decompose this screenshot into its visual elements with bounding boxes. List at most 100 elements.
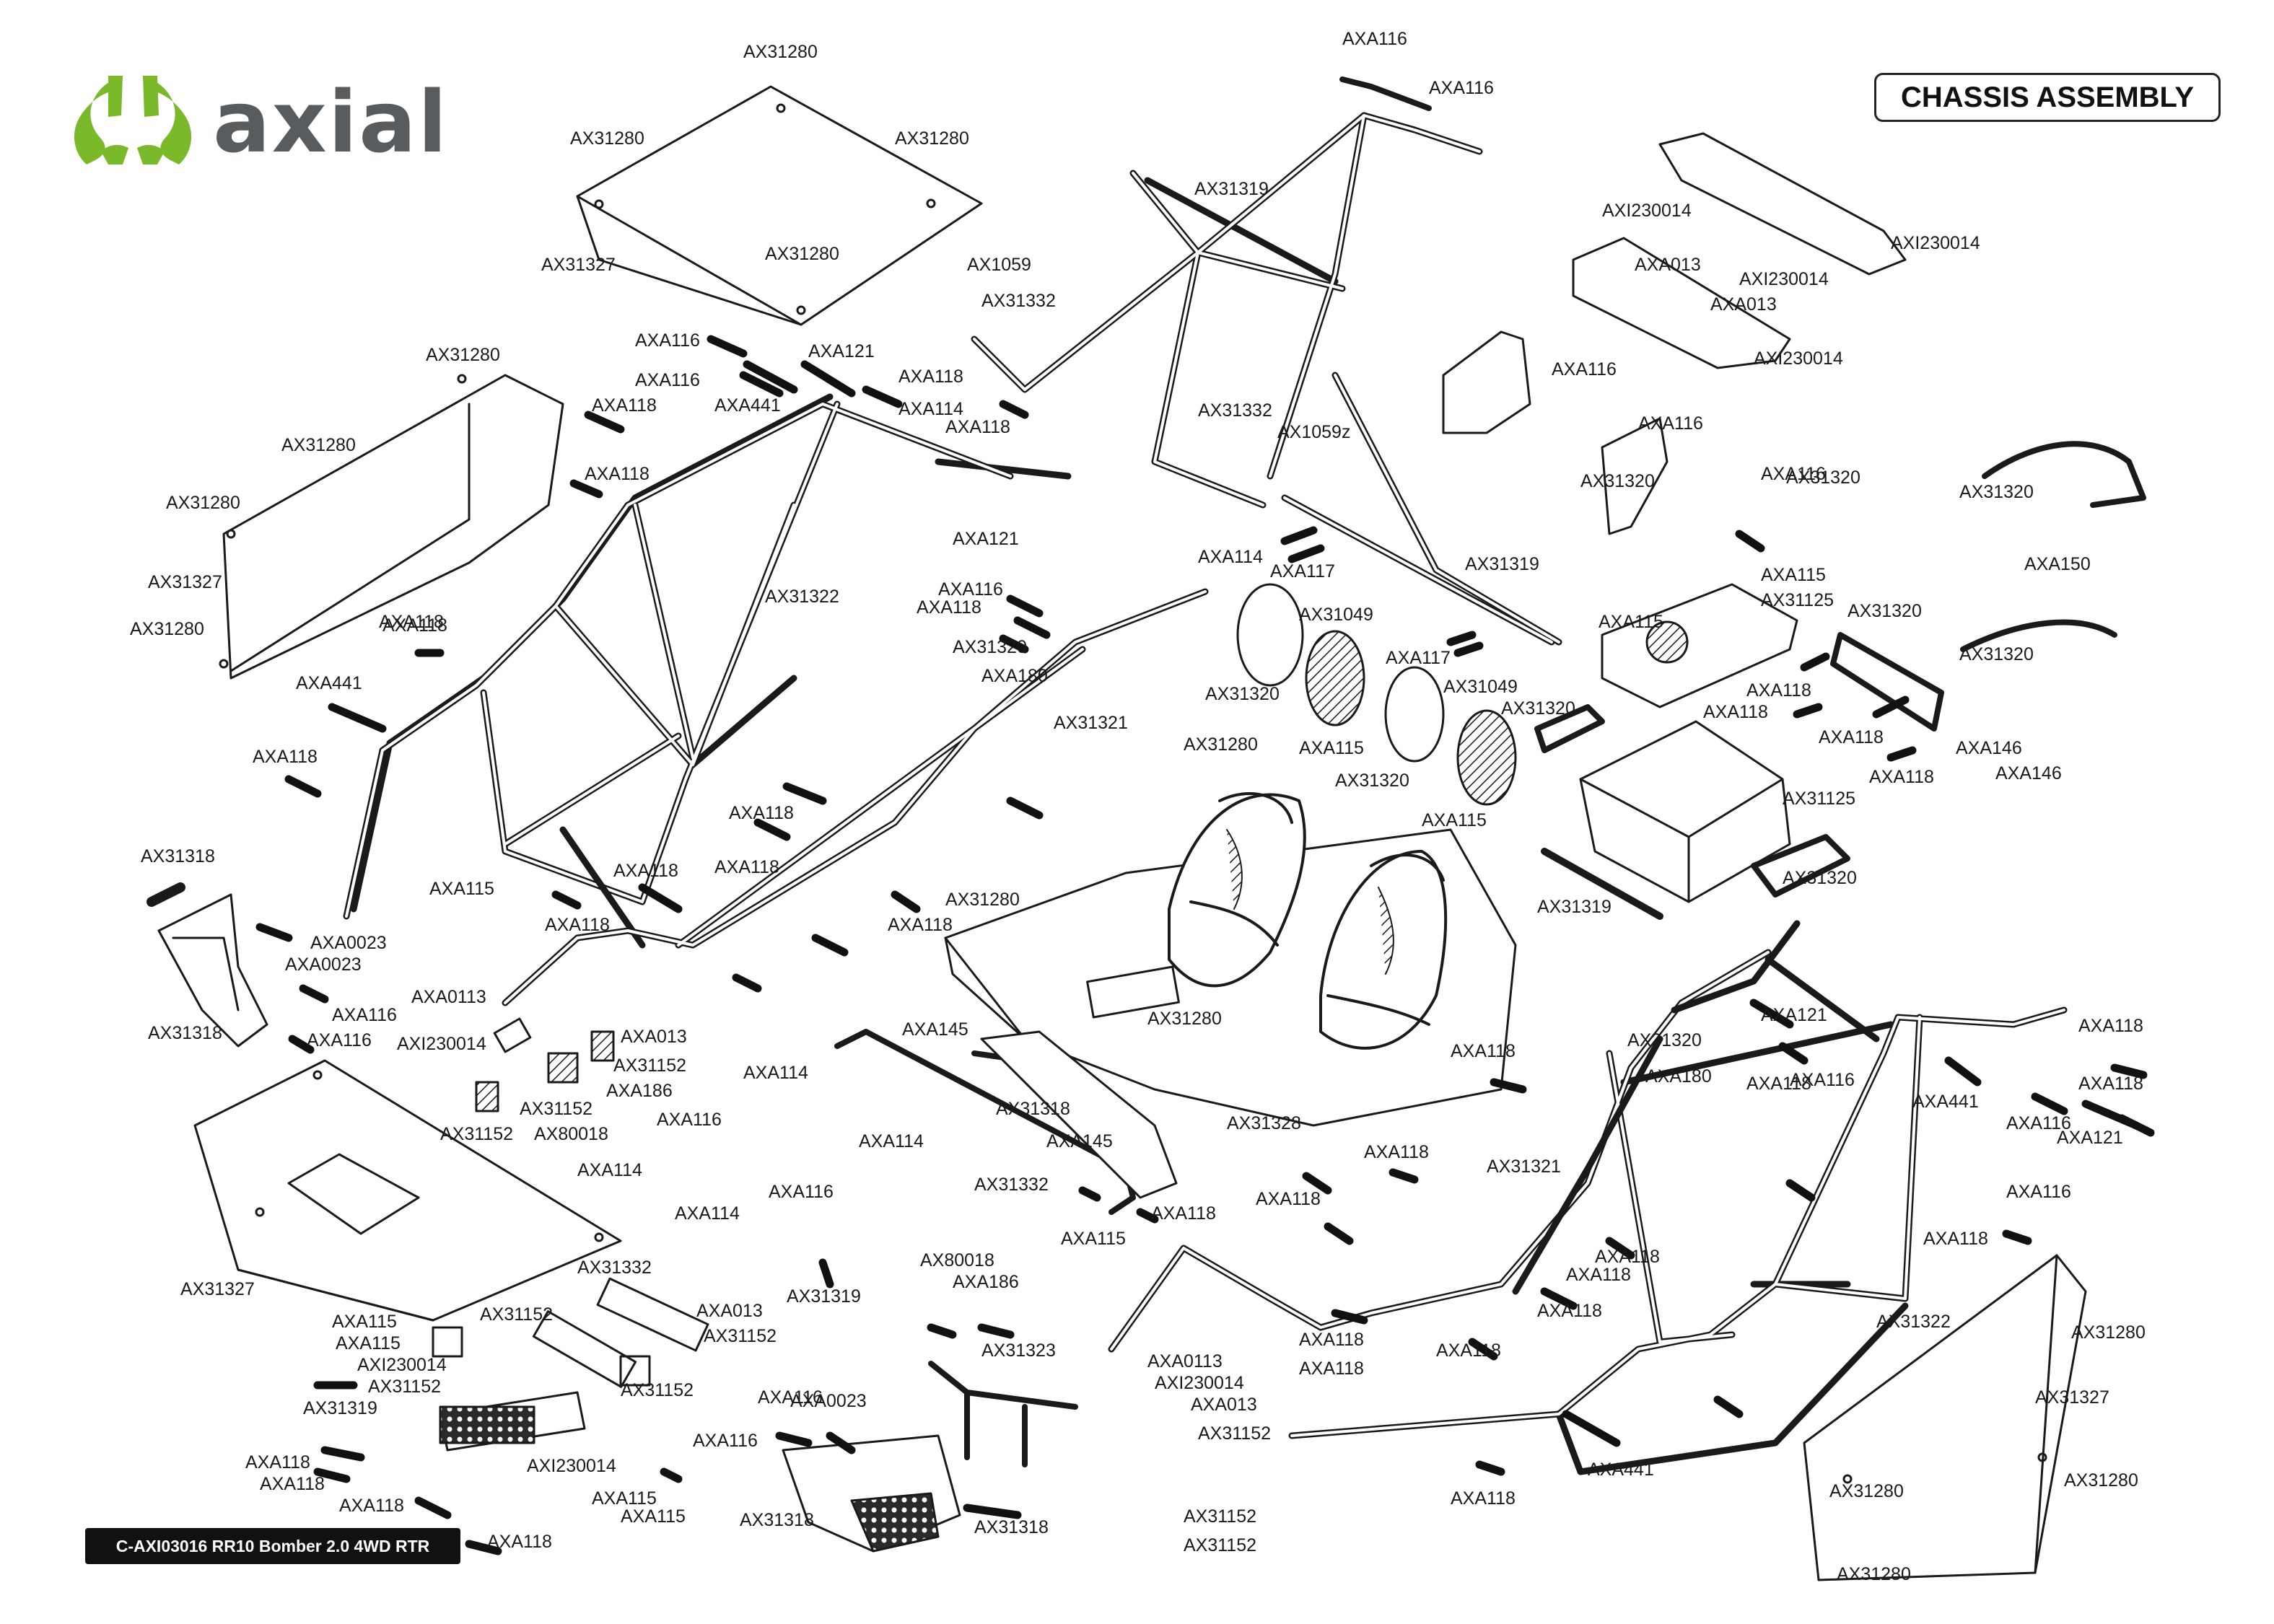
part-number-callout: AXI230014 (1739, 269, 1829, 289)
left-bumper-mount (157, 893, 268, 1048)
part-number-callout: AX31319 (787, 1286, 861, 1307)
part-number-callout: AX31280 (166, 493, 240, 513)
front-hood-panel (193, 1059, 622, 1322)
rear-shock-hoop (1534, 441, 2146, 897)
part-number-callout: AXA186 (606, 1081, 673, 1101)
part-number-callout: AXA118 (1451, 1488, 1516, 1509)
part-number-callout: AXA118 (917, 597, 981, 618)
part-number-callout: AXA115 (1299, 738, 1364, 758)
part-number-callout: AXA118 (1595, 1247, 1660, 1267)
part-number-callout: AX31125 (1783, 789, 1855, 809)
part-number-callout: AX31327 (2035, 1387, 2109, 1408)
part-number-callout: AXI230014 (1891, 233, 1980, 253)
part-number-callout: AX31319 (1465, 554, 1539, 574)
right-fender-panel (980, 1030, 1178, 1199)
part-number-callout: AXA116 (693, 1431, 758, 1451)
part-number-callout: AX31327 (180, 1279, 255, 1299)
part-number-callout: AXA118 (545, 915, 610, 935)
part-number-callout: AX31321 (1487, 1156, 1561, 1177)
part-number-callout: AX31049 (1299, 605, 1373, 625)
part-number-callout: AX31320 (1959, 482, 2034, 502)
part-number-callout: AXA118 (729, 803, 794, 823)
part-number-callout: AXA115 (1761, 565, 1826, 585)
part-number-callout: AX31332 (1198, 400, 1272, 421)
part-number-callout: AXA441 (714, 395, 781, 416)
part-number-callout: AXA118 (253, 747, 318, 767)
part-number-callout: AXA118 (245, 1452, 310, 1472)
part-number-callout: AXA441 (1912, 1092, 1979, 1112)
part-number-callout: AXA146 (1995, 763, 2062, 784)
part-number-callout: AXA116 (1638, 413, 1703, 434)
part-number-callout: AXA118 (487, 1532, 552, 1552)
part-number-callout: AXA118 (1923, 1229, 1988, 1249)
part-number-callout: AXA116 (657, 1110, 722, 1130)
part-number-callout: AXA118 (613, 861, 678, 881)
part-number-callout: AXA118 (945, 417, 1010, 437)
battery-tray (1579, 720, 1791, 903)
part-number-callout: AX31280 (1837, 1564, 1911, 1584)
part-number-callout: AXA114 (898, 399, 963, 419)
part-number-callout: AXI230014 (1754, 348, 1843, 369)
part-number-callout: AXA118 (260, 1474, 325, 1494)
part-number-callout: AXA118 (1436, 1340, 1501, 1361)
part-number-callout: AXA115 (621, 1506, 686, 1527)
part-number-callout: AX31152 (520, 1099, 592, 1119)
right-side-panel (1803, 1254, 2087, 1581)
part-number-callout: AXA116 (307, 1030, 372, 1050)
section-title: CHASSIS ASSEMBLY (1874, 73, 2221, 122)
part-number-callout: AXA114 (675, 1203, 740, 1224)
part-number-callout: AXI230014 (1155, 1373, 1244, 1393)
part-number-callout: AXA116 (938, 579, 1003, 600)
servo-mount-plate (1572, 237, 1791, 369)
part-number-callout: AXA0023 (310, 933, 387, 953)
part-number-callout: AXA118 (1566, 1265, 1631, 1285)
right-seat (1319, 850, 1448, 1050)
part-number-callout: AX31320 (1205, 684, 1280, 704)
part-number-callout: AX31319 (1194, 179, 1269, 199)
part-number-callout: AX31320 (1786, 468, 1860, 488)
part-number-callout: AXA0113 (411, 987, 486, 1007)
part-number-callout: AX31152 (704, 1326, 777, 1346)
part-number-callout: AXA118 (1364, 1142, 1429, 1162)
part-number-callout: AX31323 (981, 1340, 1056, 1361)
part-number-callout: AXA121 (953, 529, 1019, 549)
part-number-callout: AXA118 (1299, 1330, 1364, 1350)
part-number-callout: AXA013 (1710, 294, 1777, 315)
part-number-callout: AXA118 (1869, 767, 1934, 787)
part-number-callout: AXA118 (1746, 1074, 1811, 1094)
front-grille (439, 1391, 586, 1452)
part-number-callout: AX31320 (1783, 868, 1857, 888)
left-seat (1168, 792, 1306, 988)
part-number-callout: AX31319 (303, 1398, 377, 1418)
part-number-callout: AX31152 (1184, 1535, 1256, 1555)
part-number-callout: AX31280 (281, 435, 356, 455)
part-number-callout: AX31320 (1847, 601, 1922, 621)
right-lower-rail (1512, 920, 1801, 1295)
part-number-callout: AXA115 (429, 879, 494, 899)
part-number-callout: AXA121 (1761, 1005, 1827, 1025)
part-number-callout: AXA145 (1046, 1131, 1113, 1151)
part-number-callout: AXA118 (714, 857, 779, 877)
part-number-callout: AXA118 (379, 612, 444, 632)
part-number-callout: AX31280 (945, 890, 1020, 910)
part-number-callout: AXI230014 (397, 1034, 486, 1054)
part-number-callout: AX31280 (570, 128, 644, 149)
part-number-callout: AXA115 (592, 1488, 657, 1509)
part-number-callout: AXA013 (1191, 1395, 1257, 1415)
part-number-callout: AXA114 (743, 1063, 808, 1083)
part-number-callout: AXA013 (621, 1027, 687, 1047)
left-rear-mount (1442, 330, 1669, 535)
part-number-callout: AX31320 (1627, 1030, 1702, 1050)
light-bucket-parts (432, 1017, 709, 1388)
part-number-callout: AXI230014 (357, 1355, 447, 1375)
part-number-callout: AX31318 (141, 846, 215, 866)
part-number-callout: AX31320 (1959, 644, 2034, 664)
brand-wordmark: axial (213, 72, 448, 172)
part-number-callout: AXA180 (981, 666, 1048, 686)
part-number-callout: AX31332 (974, 1175, 1049, 1195)
part-number-callout: AX80018 (534, 1124, 608, 1144)
part-number-callout: AXA116 (2006, 1182, 2071, 1202)
part-number-callout: AXA118 (1299, 1359, 1364, 1379)
part-number-callout: AXA118 (898, 367, 963, 387)
